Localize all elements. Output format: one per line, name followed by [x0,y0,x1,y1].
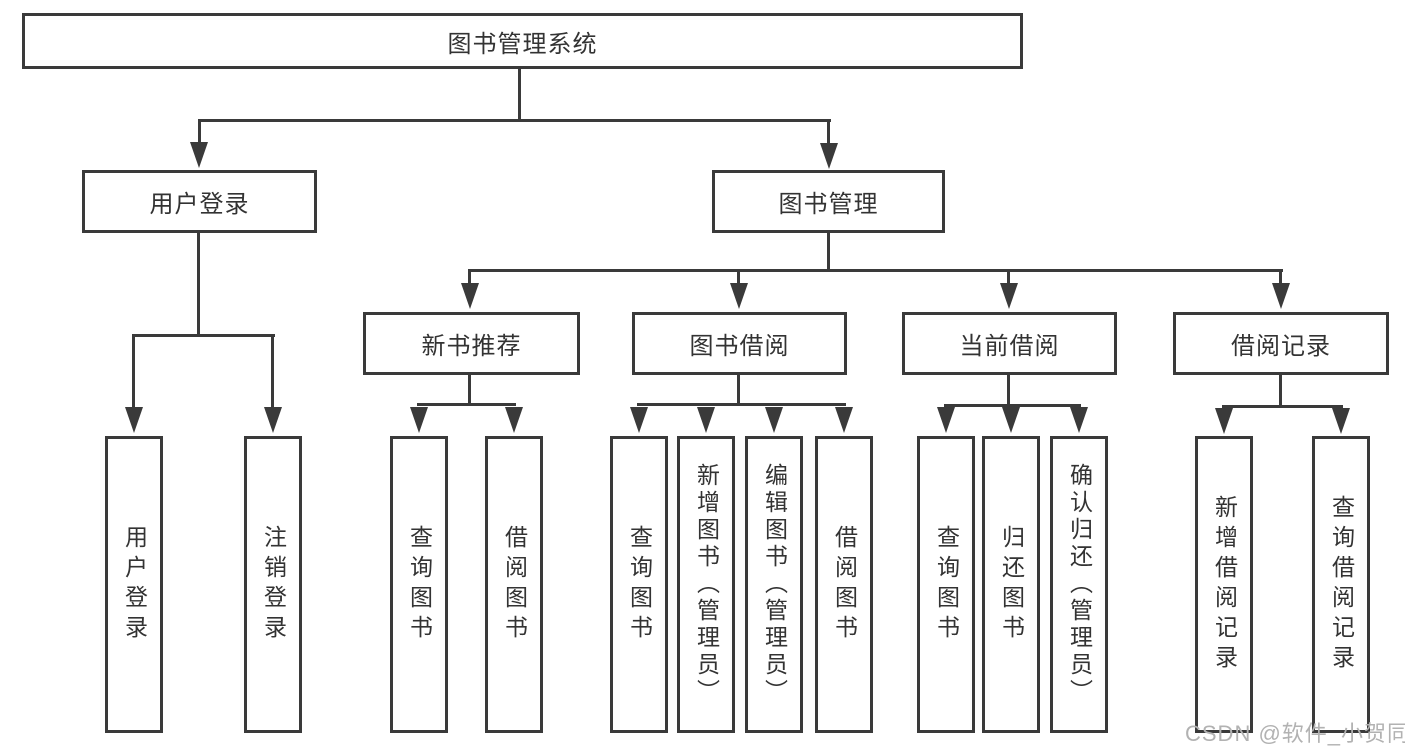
connector-line [198,119,831,122]
connector-line [737,375,740,406]
connector-line [827,122,830,145]
arrowhead-icon [1000,283,1018,309]
csdn-watermark: CSDN @软件_小贺同学 [1185,721,1405,746]
arrowhead-icon [835,407,853,433]
node-borrow-records-label: 借阅记录 [1231,333,1331,360]
connector-line [518,69,521,121]
connector-line [417,403,516,406]
leaf-newbook-borrow-label: 借阅图书 [501,524,528,645]
leaf-borrow-edit-book-label: 编辑图书（管理员） [761,463,788,706]
arrowhead-icon [1215,408,1233,434]
arrowhead-icon [765,407,783,433]
leaf-current-query-label: 查询图书 [933,524,960,645]
leaf-borrow-edit-book: 编辑图书（管理员） [745,436,803,733]
arrowhead-icon [264,407,282,433]
connector-line [198,122,201,144]
node-current-borrow-label: 当前借阅 [959,333,1060,360]
arrowhead-icon [820,143,838,169]
leaf-borrow-add-book-label: 新增图书（管理员） [693,463,720,706]
leaf-query-borrow-record-label: 查询借阅记录 [1328,494,1355,675]
connector-line [271,337,274,409]
leaf-add-borrow-record: 新增借阅记录 [1195,436,1253,733]
connector-line [132,337,135,409]
connector-line [637,403,846,406]
arrowhead-icon [730,283,748,309]
leaf-borrow-add-book: 新增图书（管理员） [677,436,735,733]
arrowhead-icon [125,407,143,433]
leaf-newbook-borrow: 借阅图书 [485,436,543,733]
node-root: 图书管理系统 [22,13,1023,69]
leaf-return-book: 归还图书 [982,436,1040,733]
node-book-borrow-label: 图书借阅 [689,333,790,360]
connector-line [468,269,1283,272]
connector-line [737,272,740,286]
connector-line [1007,272,1010,286]
node-new-book-recommend-label: 新书推荐 [421,333,522,360]
node-user-login-label: 用户登录 [149,191,250,218]
leaf-logout-label: 注销登录 [260,524,287,645]
arrowhead-icon [1002,407,1020,433]
node-current-borrow: 当前借阅 [902,312,1117,375]
arrowhead-icon [1272,283,1290,309]
arrowhead-icon [1070,407,1088,433]
leaf-borrow-book: 借阅图书 [815,436,873,733]
arrowhead-icon [1332,408,1350,434]
connector-line [944,404,1081,407]
leaf-newbook-query: 查询图书 [390,436,448,733]
leaf-current-query: 查询图书 [917,436,975,733]
node-book-management: 图书管理 [712,170,945,233]
connector-line [1222,405,1343,408]
node-borrow-records: 借阅记录 [1173,312,1389,375]
node-book-borrow: 图书借阅 [632,312,847,375]
arrowhead-icon [190,142,208,168]
arrowhead-icon [630,407,648,433]
leaf-borrow-query: 查询图书 [610,436,668,733]
arrowhead-icon [697,407,715,433]
node-root-label: 图书管理系统 [447,30,598,58]
node-user-login: 用户登录 [82,170,317,233]
leaf-return-book-label: 归还图书 [998,524,1025,645]
connector-line [1007,375,1010,407]
leaf-newbook-query-label: 查询图书 [406,524,433,645]
arrowhead-icon [505,407,523,433]
connector-line [468,375,471,406]
connector-line [468,272,471,286]
leaf-user-login-label: 用户登录 [121,524,148,645]
leaf-logout: 注销登录 [244,436,302,733]
node-new-book-recommend: 新书推荐 [363,312,580,375]
leaf-user-login: 用户登录 [105,436,163,733]
leaf-add-borrow-record-label: 新增借阅记录 [1211,494,1238,675]
leaf-confirm-return-label: 确认归还（管理员） [1066,463,1093,706]
leaf-borrow-query-label: 查询图书 [626,524,653,645]
connector-line [132,334,275,337]
connector-line [827,233,830,272]
connector-line [1279,272,1282,286]
arrowhead-icon [461,283,479,309]
arrowhead-icon [410,407,428,433]
node-book-management-label: 图书管理 [778,191,879,218]
leaf-borrow-book-label: 借阅图书 [831,524,858,645]
arrowhead-icon [937,407,955,433]
connector-line [197,233,200,337]
connector-line [1279,375,1282,408]
leaf-query-borrow-record: 查询借阅记录 [1312,436,1370,733]
leaf-confirm-return: 确认归还（管理员） [1050,436,1108,733]
